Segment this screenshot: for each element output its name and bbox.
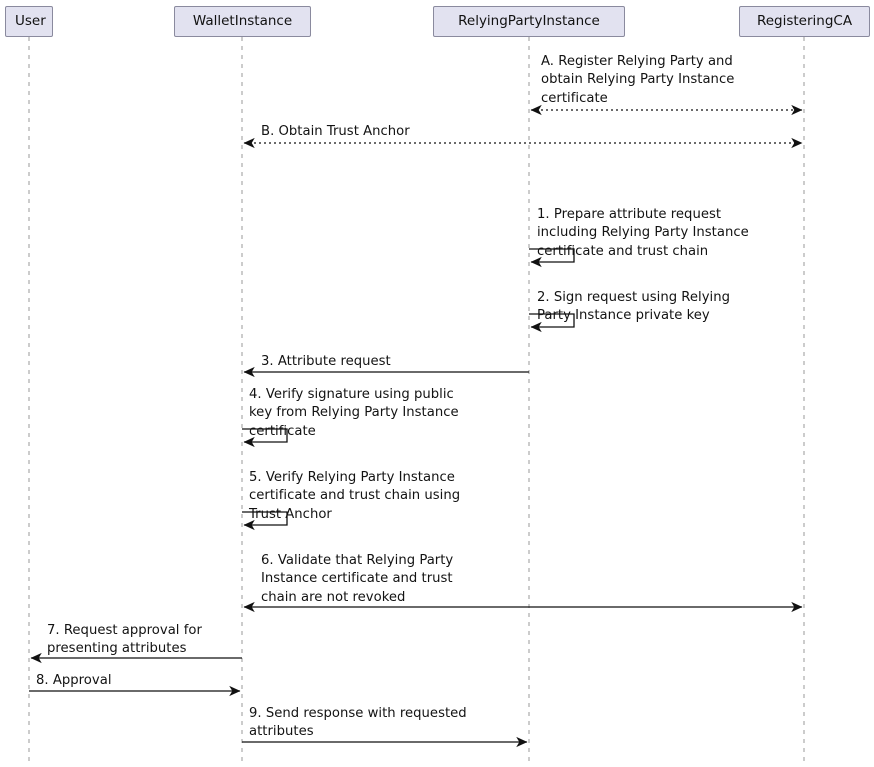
message-label-1: 1. Prepare attribute request including R…	[537, 207, 749, 259]
message-label-6: 6. Validate that Relying Party Instance …	[261, 553, 454, 605]
message-label-7: 7. Request approval for presenting attri…	[47, 623, 202, 657]
message-label-3: 3. Attribute request	[261, 354, 391, 369]
participant-rp[interactable]: RelyingPartyInstance	[433, 6, 625, 37]
self-message-arrow-5	[242, 511, 288, 531]
message-label-B: B. Obtain Trust Anchor	[261, 124, 410, 139]
message-label-4: 4. Verify signature using public key fro…	[249, 387, 459, 439]
participant-ca[interactable]: RegisteringCA	[739, 6, 870, 37]
message-label-A: A. Register Relying Party and obtain Rel…	[541, 54, 735, 106]
message-label-8: 8. Approval	[36, 673, 112, 688]
message-label-2: 2. Sign request using Relying Party Inst…	[537, 290, 730, 324]
self-message-arrow-1	[529, 248, 575, 268]
participant-user[interactable]: User	[5, 6, 53, 37]
message-label-9: 9. Send response with requested attribut…	[249, 706, 467, 740]
self-message-arrow-2	[529, 313, 575, 333]
arrows-group	[29, 104, 803, 748]
participant-wallet[interactable]: WalletInstance	[174, 6, 311, 37]
self-message-arrow-4	[242, 428, 288, 448]
lifelines-group	[28, 37, 805, 764]
message-label-5: 5. Verify Relying Party Instance certifi…	[249, 470, 461, 522]
